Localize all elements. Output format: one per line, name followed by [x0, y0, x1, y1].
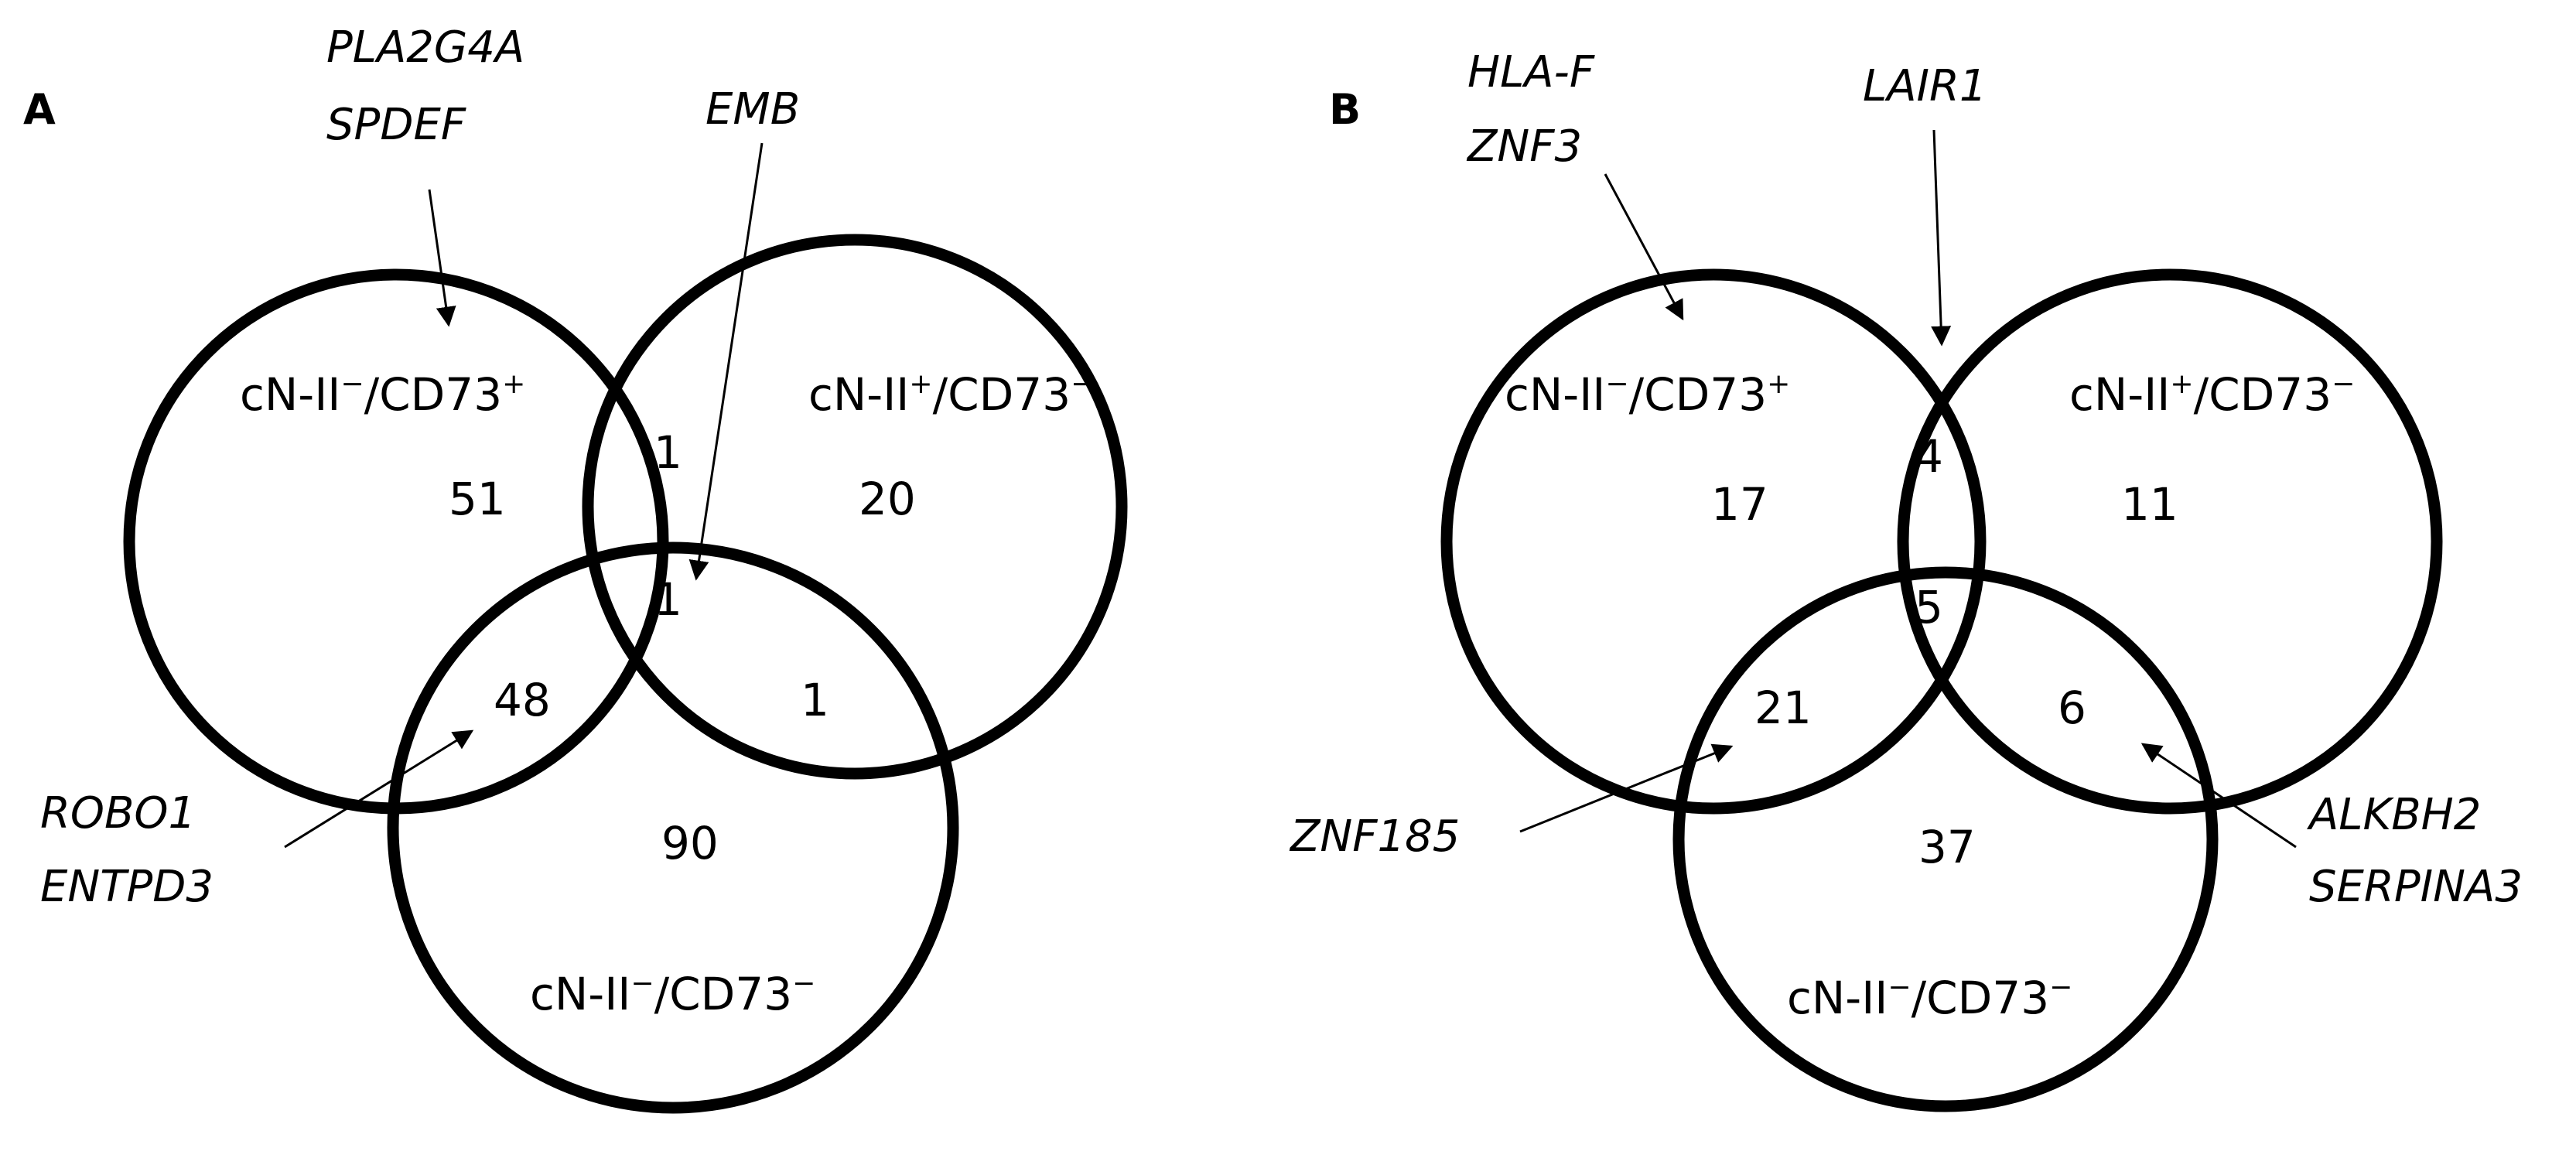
panel-a-count-all-three: 1: [654, 573, 682, 626]
panel-b-count-left-right: 4: [1915, 430, 1943, 483]
panel-b-label-right: cN-II+/CD73−: [2069, 368, 2355, 421]
panel-b-circle-bottom: [1672, 566, 2219, 1112]
panel-a-count-right-bottom: 1: [801, 674, 829, 726]
panel-b-arrow-znf185: [1519, 743, 1734, 833]
panel-b-arrow-alkbh2: [2140, 743, 2297, 849]
panel-b-count-bottom-only: 37: [1918, 821, 1976, 873]
panel-a-count-left-right: 1: [654, 426, 682, 479]
panel-b-gene-lair1: LAIR1: [1863, 61, 1987, 111]
panel-b-gene-znf185: ZNF185: [1289, 811, 1460, 862]
panel-b-count-left-bottom: 21: [1754, 682, 1812, 734]
panel-b-gene-znf3: ZNF3: [1466, 121, 1582, 172]
panel-a-arrow-pla2g4a: [428, 189, 456, 327]
panel-b-label-bottom: cN-II−/CD73−: [1787, 972, 2072, 1024]
panel-a-gene-entpd3: ENTPD3: [40, 862, 214, 912]
panel-b: B HLA-F ZNF3 LAIR1 ZNF185 ALKBH2 SERPINA…: [1289, 47, 2523, 1112]
panel-b-count-right-only: 11: [2121, 478, 2178, 531]
panel-a-label-bottom: cN-II−/CD73−: [530, 968, 815, 1020]
panel-a-gene-robo1: ROBO1: [40, 788, 196, 839]
panel-b-circle-left: [1440, 268, 1987, 815]
panel-b-count-right-bottom: 6: [2058, 682, 2086, 734]
panel-a-label-left: cN-II−/CD73+: [240, 368, 525, 421]
panel-a-count-left-only: 51: [449, 473, 506, 525]
panel-b-count-all-three: 5: [1915, 581, 1943, 634]
panel-a-gene-pla2g4a: PLA2G4A: [326, 22, 524, 73]
panel-a-circle-bottom: [387, 542, 959, 1114]
panel-a-letter: A: [23, 85, 56, 134]
panel-b-letter: B: [1329, 85, 1361, 134]
panel-a-label-right: cN-II+/CD73−: [808, 368, 1094, 421]
panel-b-gene-serpina3: SERPINA3: [2309, 862, 2523, 912]
panel-b-gene-alkbh2: ALKBH2: [2307, 790, 2481, 840]
panel-a-arrow-robo1: [284, 729, 474, 849]
panel-b-label-left: cN-II−/CD73+: [1505, 368, 1790, 421]
panel-a-gene-spdef: SPDEF: [326, 100, 466, 150]
panel-a-circle-right: [582, 234, 1128, 780]
panel-a-circle-left: [123, 268, 669, 815]
panel-a: A PLA2G4A SPDEF EMB ROBO1 ENTPD3 cN-II−/…: [23, 22, 1128, 1114]
panel-a-gene-emb: EMB: [705, 84, 800, 135]
panel-a-count-left-bottom: 48: [494, 674, 551, 726]
panel-b-arrow-lair1: [1931, 129, 1952, 347]
panel-b-count-left-only: 17: [1711, 478, 1768, 531]
panel-a-count-bottom-only: 90: [661, 817, 719, 869]
panel-b-arrow-hla-f: [1604, 173, 1684, 321]
panel-b-gene-hla-f: HLA-F: [1467, 47, 1595, 97]
panel-a-arrow-emb: [688, 142, 764, 581]
panel-a-count-right-only: 20: [859, 473, 916, 525]
panel-b-circle-right: [1897, 268, 2443, 815]
